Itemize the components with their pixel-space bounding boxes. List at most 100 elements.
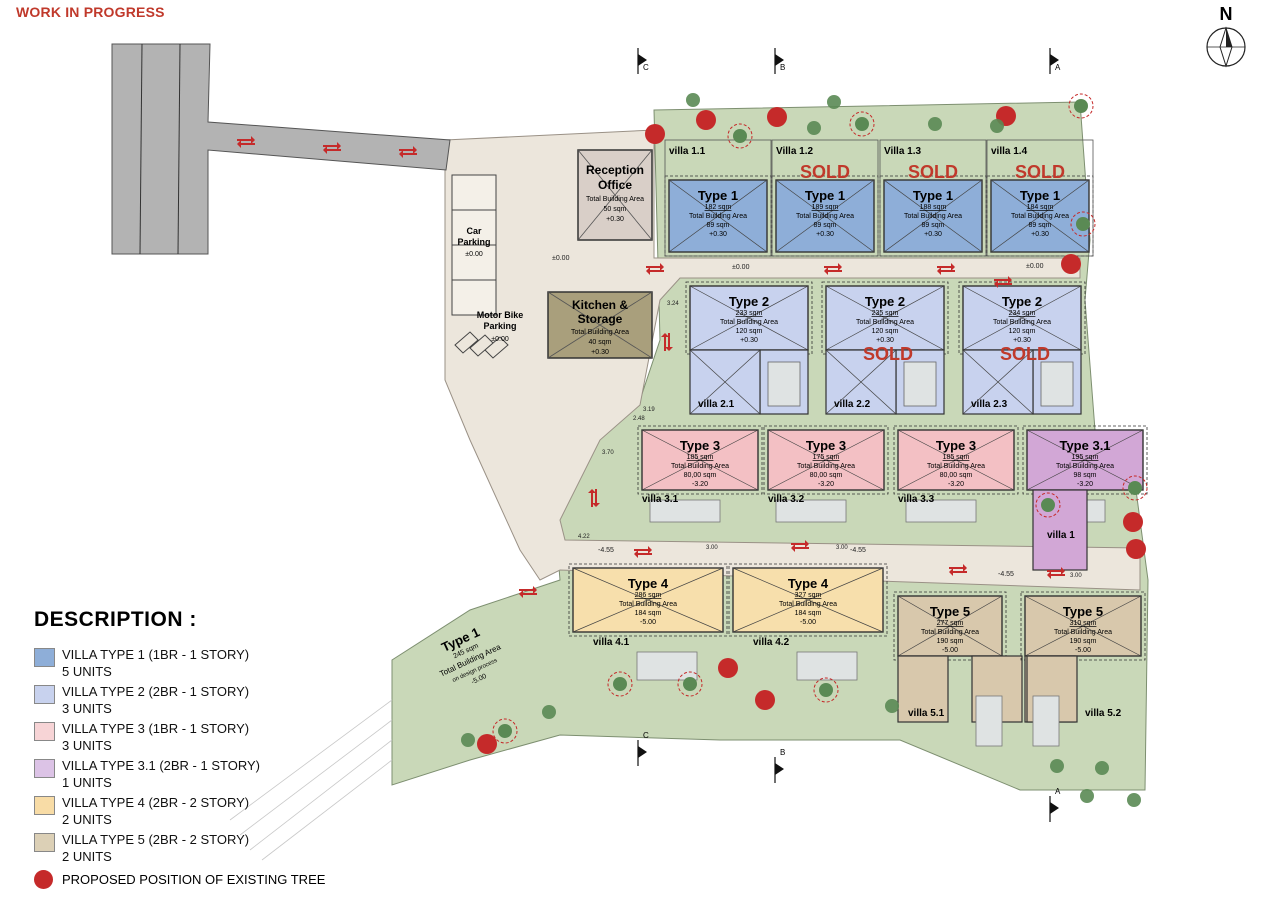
villa-type: Type 5 <box>1063 604 1103 619</box>
proposed-tree-icon <box>718 658 738 678</box>
legend-text: VILLA TYPE 2 (2BR - 1 STORY)3 UNITS <box>62 683 249 717</box>
reception-office: Reception Office Total Building Area 50 … <box>577 149 653 241</box>
villa-name: villa 3.2 <box>768 494 805 505</box>
motor-bike-parking: Motor Bike Parking ±0.00 <box>454 310 523 359</box>
sold-label: SOLD <box>800 162 850 182</box>
villa-level: -5.00 <box>942 647 958 654</box>
paved-area <box>444 129 1141 591</box>
villa-type: Type 3.1 <box>1059 438 1110 453</box>
level-labels: ±0.00 ±0.00 ±0.00 -4.55 -4.55 -4.55 3.24… <box>552 255 1082 579</box>
tree-icon <box>807 121 821 135</box>
two-way-arrow-icon <box>588 489 600 507</box>
villa-tba-label: Total Building Area <box>671 463 729 470</box>
villa-tba: 89 sqm <box>707 222 730 229</box>
two-way-arrow-icon <box>949 564 967 576</box>
villa-type: Type 2 <box>729 294 769 309</box>
north-label: N <box>1219 4 1233 24</box>
dim-label: 3.00 <box>836 545 848 551</box>
existing-tree-icon <box>498 724 512 738</box>
villa-level: +0.30 <box>740 337 758 344</box>
villa-type: Type 1 <box>913 188 953 203</box>
villa-type: Type 1 <box>1020 188 1060 203</box>
sold-label: SOLD <box>863 344 913 364</box>
legend-line1: VILLA TYPE 1 (1BR - 1 STORY) <box>62 647 250 662</box>
villa-name: villa 1 <box>1047 530 1075 541</box>
kitchen-level: +0.30 <box>591 349 609 356</box>
legend-line2: 5 UNITS <box>62 664 112 679</box>
kitchen-tba-label: Total Building Area <box>571 329 629 336</box>
villa-tba: 89 sqm <box>922 222 945 229</box>
sold-label: SOLD <box>1015 162 1065 182</box>
villa-name: villa 5.2 <box>1085 708 1122 719</box>
existing-tree-icon <box>607 671 633 697</box>
proposed-tree-icon <box>1123 512 1143 532</box>
tree-icon <box>885 699 899 713</box>
villa-type: Type 2 <box>1002 294 1042 309</box>
section-marker-label: A <box>1055 63 1061 72</box>
villa-tba-label: Total Building Area <box>779 601 837 608</box>
villa-name: Villa 1.2 <box>776 146 814 157</box>
traffic-arrows <box>237 136 1065 598</box>
motor-parking-level: ±0.00 <box>491 336 509 343</box>
description-title: DESCRIPTION : <box>34 608 197 631</box>
villa-tba: 120 sqm <box>736 328 763 335</box>
tree-icon <box>928 117 942 131</box>
villa-tba-label: Total Building Area <box>619 601 677 608</box>
tree-dot-icon <box>34 870 53 889</box>
villa-level: -5.00 <box>640 619 656 626</box>
section-marker-label: C <box>643 731 649 740</box>
two-way-arrow-icon <box>661 333 673 351</box>
proposed-tree-icon <box>755 690 775 710</box>
two-way-arrow-icon <box>1047 567 1065 579</box>
villa-type: Type 5 <box>930 604 970 619</box>
villa-area: 327 sqm <box>795 592 822 599</box>
tree-icon <box>827 95 841 109</box>
existing-tree-icon <box>727 123 753 149</box>
legend-line2: 1 UNITS <box>62 775 112 790</box>
villa-level: -5.00 <box>1075 647 1091 654</box>
villa-name: villa 2.2 <box>834 399 871 410</box>
proposed-tree-icon <box>1126 539 1146 559</box>
level-label: -4.55 <box>850 547 866 554</box>
villa-area: 286 sqm <box>635 592 662 599</box>
villa-area: 277 sqm <box>937 620 964 627</box>
villa-name: villa 2.3 <box>971 399 1008 410</box>
villa-area: 175 sqm <box>813 454 840 461</box>
legend-tree-label: PROPOSED POSITION OF EXISTING TREE <box>62 872 326 887</box>
villa-level: +0.30 <box>876 337 894 344</box>
villa-tba-label: Total Building Area <box>993 319 1051 326</box>
two-way-arrow-icon <box>791 540 809 552</box>
two-way-arrow-icon <box>824 263 842 275</box>
villa-area: 195 sqm <box>1072 454 1099 461</box>
sold-label: SOLD <box>1000 344 1050 364</box>
reception-title-2: Office <box>598 178 632 192</box>
kitchen-tba: 40 sqm <box>589 339 612 346</box>
dim-label: 3.00 <box>706 545 718 551</box>
tree-icon <box>990 119 1004 133</box>
villa-name: villa 1.4 <box>991 146 1028 157</box>
existing-tree-icon <box>1128 481 1142 495</box>
proposed-tree-icon <box>645 124 665 144</box>
existing-tree-icon <box>849 111 875 137</box>
legend-text: VILLA TYPE 4 (2BR - 2 STORY)2 UNITS <box>62 794 249 828</box>
villa-type: Type 3 <box>806 438 846 453</box>
villa-name: villa 2.1 <box>698 399 735 410</box>
proposed-tree-icon <box>767 107 787 127</box>
villa-level: +0.30 <box>816 231 834 238</box>
villa-tba-label: Total Building Area <box>1054 629 1112 636</box>
access-road <box>111 43 451 255</box>
section-marker-label: B <box>780 748 785 757</box>
existing-tree-icon <box>1068 93 1094 119</box>
existing-tree-icon <box>683 677 697 691</box>
villa-name: villa 4.2 <box>753 637 790 648</box>
villa-area: 189 sqm <box>812 204 839 211</box>
villa-tba-label: Total Building Area <box>921 629 979 636</box>
villa-type: Type 3 <box>936 438 976 453</box>
existing-tree-icon <box>1122 475 1148 501</box>
